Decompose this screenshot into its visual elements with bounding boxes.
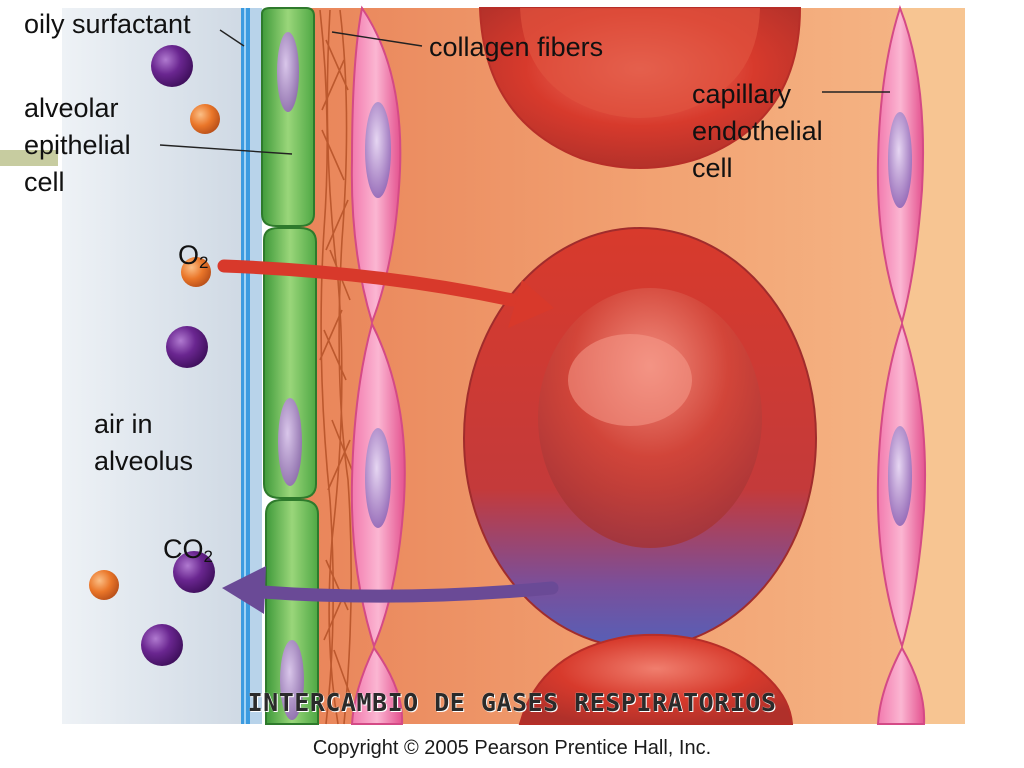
label-line: cell bbox=[692, 153, 733, 183]
alveolar-epithelial-cells bbox=[261, 7, 319, 725]
slide-accent-bar bbox=[0, 150, 58, 166]
label-line: alveolar bbox=[24, 93, 119, 123]
red-blood-cell-top bbox=[478, 7, 802, 169]
co2-molecule bbox=[141, 624, 183, 666]
red-blood-cell-bottom bbox=[518, 633, 794, 725]
co2-molecule bbox=[173, 551, 215, 593]
label-capillary-endothelial-cell: capillary endothelial cell bbox=[692, 76, 823, 187]
label-line: epithelial bbox=[24, 130, 131, 160]
basement-membrane bbox=[250, 8, 262, 724]
co2-molecule bbox=[151, 45, 193, 87]
label-collagen-fibers: collagen fibers bbox=[429, 32, 604, 62]
gas-subscript: 2 bbox=[203, 547, 213, 566]
label-line: air in bbox=[94, 409, 153, 439]
copyright-notice: Copyright © 2005 Pearson Prentice Hall, … bbox=[312, 737, 712, 759]
surfactant-highlight bbox=[244, 8, 246, 724]
label-line: cell bbox=[24, 167, 65, 197]
o2-molecule bbox=[89, 570, 119, 600]
leader-collagen-fibers bbox=[331, 31, 423, 47]
gas-symbol: O bbox=[178, 240, 200, 270]
red-blood-cell-main bbox=[463, 227, 817, 649]
label-air-in-alveolus: air in alveolus bbox=[94, 406, 193, 480]
label-o2: O2 bbox=[178, 240, 208, 278]
right-endothelial-cells bbox=[876, 5, 927, 725]
leader-alveolar-epithelial-cell bbox=[159, 144, 293, 155]
label-line: endothelial bbox=[692, 116, 823, 146]
gas-subscript: 2 bbox=[199, 253, 209, 272]
leader-oily-surfactant bbox=[219, 29, 245, 47]
o2-diffusion-arrow bbox=[217, 259, 554, 328]
label-oily-surfactant: oily surfactant bbox=[24, 9, 191, 39]
label-alveolar-epithelial-cell: alveolar epithelial cell bbox=[24, 90, 131, 201]
o2-molecule bbox=[181, 257, 211, 287]
co2-diffusion-arrow bbox=[222, 566, 559, 614]
o2-molecule bbox=[190, 104, 220, 134]
label-line: capillary bbox=[692, 79, 792, 109]
label-co2: CO2 bbox=[163, 534, 213, 572]
slide-title-banner: INTERCAMBIO DE GASES RESPIRATORIOS bbox=[247, 688, 777, 717]
gas-symbol: CO bbox=[163, 534, 204, 564]
co2-molecule bbox=[166, 326, 208, 368]
label-line: alveolus bbox=[94, 446, 194, 476]
gas-molecules bbox=[89, 45, 220, 666]
left-endothelial-cells bbox=[350, 5, 406, 725]
